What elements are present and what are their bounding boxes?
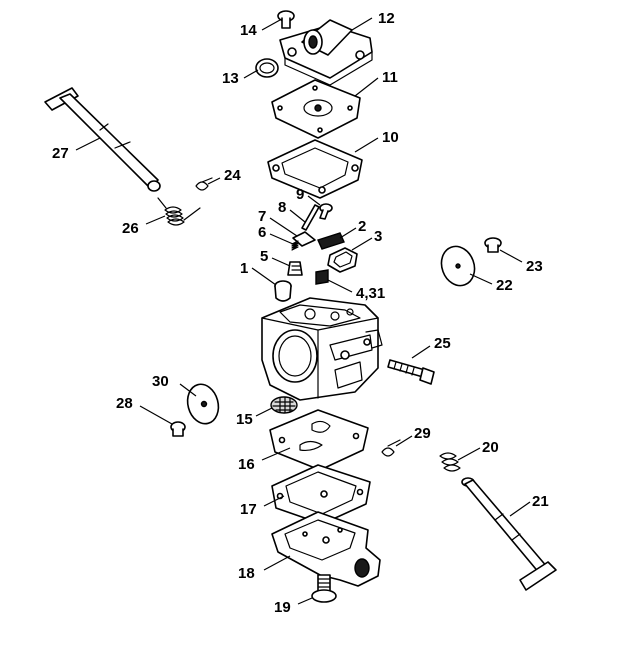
callout-9: 9 [296, 186, 304, 203]
part-9-screw [319, 203, 333, 220]
callout-5: 5 [260, 248, 268, 265]
callout-3: 3 [374, 228, 382, 245]
callout-13: 13 [222, 70, 239, 87]
part-21-shaft [461, 477, 557, 591]
callout-12: 12 [378, 10, 395, 27]
part-6-spring [291, 240, 299, 251]
callout-16: 16 [238, 456, 255, 473]
callout-7: 7 [258, 208, 266, 225]
part-2-block [317, 232, 345, 250]
part-16-gasket [269, 409, 369, 471]
part-1-cap [274, 280, 292, 302]
part-26-spring [157, 197, 201, 226]
callout-labels: 1 2 3 4,31 5 6 7 8 9 10 11 12 13 14 15 1… [52, 10, 549, 616]
part-20-spring [439, 452, 461, 472]
callout-25: 25 [434, 335, 451, 352]
callout-10: 10 [382, 129, 399, 146]
callout-30: 30 [152, 373, 169, 390]
callout-23: 23 [526, 258, 543, 275]
part-14-screw [277, 10, 295, 29]
part-13-o-ring [255, 58, 279, 78]
part-19-screw [311, 574, 337, 603]
part-23-screw [484, 237, 502, 253]
part-10-gasket [267, 139, 363, 199]
part-7-lever [292, 231, 316, 247]
part-12-top-cover [279, 19, 373, 86]
callout-21: 21 [532, 493, 549, 510]
callout-4: 4,31 [356, 285, 385, 302]
part-15-filter [270, 396, 298, 414]
callout-15: 15 [236, 411, 253, 428]
callout-28: 28 [116, 395, 133, 412]
callout-18: 18 [238, 565, 255, 582]
part-24-clip [195, 177, 213, 191]
part-5-needle [287, 261, 303, 276]
callout-19: 19 [274, 599, 291, 616]
part-17-diaphragm [271, 464, 371, 525]
part-27-shaft [44, 87, 161, 192]
part-30-disc [186, 383, 220, 425]
part-25-adjust-screw [387, 359, 435, 385]
part-3-seal [327, 247, 358, 273]
part-29-clip [381, 439, 401, 457]
leader-lines [75, 17, 531, 605]
callout-26: 26 [122, 220, 139, 237]
part-4-31-spring [315, 269, 329, 285]
callout-2: 2 [358, 218, 366, 235]
callout-8: 8 [278, 199, 286, 216]
part-11-diaphragm [271, 79, 361, 139]
callout-20: 20 [482, 439, 499, 456]
callout-11: 11 [382, 69, 398, 86]
callout-24: 24 [224, 167, 241, 184]
callout-22: 22 [496, 277, 513, 294]
part-18-end-cover [271, 511, 381, 587]
callout-1: 1 [240, 260, 248, 277]
callout-14: 14 [240, 22, 257, 39]
callout-29: 29 [414, 425, 431, 442]
part-8-pin [301, 204, 320, 231]
callout-6: 6 [258, 224, 266, 241]
callout-17: 17 [240, 501, 257, 518]
carburetor-body [261, 297, 383, 401]
part-28-screw [170, 421, 186, 437]
callout-27: 27 [52, 145, 69, 162]
part-22-disc [440, 245, 476, 287]
